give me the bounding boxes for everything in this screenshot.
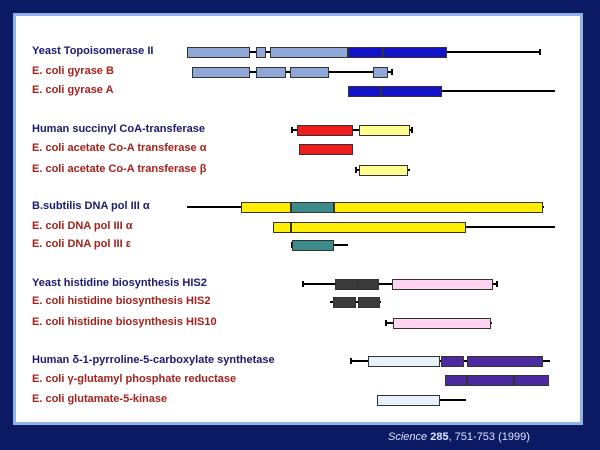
domain-block <box>359 125 410 136</box>
domain-block <box>359 165 408 176</box>
protein-label-human-succinyl-coa-transferase: Human succinyl CoA-transferase <box>32 123 205 135</box>
protein-label-e-coli-acetate-co-a-transferase: E. coli acetate Co-A transferase α <box>32 142 207 154</box>
domain-block <box>256 67 286 78</box>
domain-block <box>383 47 447 58</box>
domain-block <box>333 297 356 308</box>
sequence-line <box>348 90 555 92</box>
domain-block <box>348 86 381 97</box>
domain-block <box>348 47 383 58</box>
domain-block <box>291 202 334 213</box>
sequence-end-tick <box>496 281 498 287</box>
domain-block <box>291 222 466 233</box>
protein-label-e-coli-glutamate-5-kinase: E. coli glutamate-5-kinase <box>32 393 168 405</box>
domain-block <box>273 222 291 233</box>
domain-block <box>377 395 440 406</box>
domain-block <box>358 279 379 290</box>
protein-label-e-coli-dna-pol-iii: E. coli DNA pol III α <box>32 220 133 232</box>
sequence-end-tick <box>539 49 541 55</box>
domain-block <box>256 47 266 58</box>
domain-block <box>187 47 250 58</box>
domain-block <box>270 47 348 58</box>
domain-block <box>297 125 353 136</box>
domain-block <box>373 67 388 78</box>
sequence-end-tick <box>385 320 387 326</box>
protein-label-e-coli-acetate-co-a-transferase: E. coli acetate Co-A transferase β <box>32 163 207 175</box>
sequence-end-tick <box>350 358 352 364</box>
protein-label-e-coli-gyrase-a: E. coli gyrase A <box>32 84 114 96</box>
sequence-end-tick <box>291 127 293 133</box>
citation-pages: , 751-753 (1999) <box>448 431 530 443</box>
domain-block <box>467 356 543 367</box>
citation: Science 285, 751-753 (1999) <box>388 431 530 443</box>
sequence-end-tick <box>355 167 357 173</box>
domain-block <box>392 279 493 290</box>
sequence-end-tick <box>391 69 393 75</box>
domain-block <box>467 375 514 386</box>
protein-label-b-subtilis-dna-pol-iii: B.subtilis DNA pol III α <box>32 200 150 212</box>
protein-label-e-coli-dna-pol-iii: E. coli DNA pol III ε <box>32 238 131 250</box>
protein-label-e-coli-histidine-biosynthesis-his10: E. coli histidine biosynthesis HIS10 <box>32 316 217 328</box>
domain-block <box>335 279 358 290</box>
domain-block <box>299 144 353 155</box>
protein-label-human-1-pyrroline-5-carboxylate-synthetase: Human δ-1-pyrroline-5-carboxylate synthe… <box>32 354 275 366</box>
protein-label-yeast-histidine-biosynthesis-his2: Yeast histidine biosynthesis HIS2 <box>32 277 207 289</box>
domain-block <box>358 297 380 308</box>
domain-block <box>368 356 440 367</box>
domain-block <box>192 67 250 78</box>
protein-label-yeast-topoisomerase-ii: Yeast Topoisomerase II <box>32 45 154 57</box>
protein-label-e-coli-histidine-biosynthesis-his2: E. coli histidine biosynthesis HIS2 <box>32 295 211 307</box>
protein-label-e-coli-glutamyl-phosphate-reductase: E. coli γ-glutamyl phosphate reductase <box>32 373 237 385</box>
domain-block <box>241 202 291 213</box>
domain-block <box>445 375 467 386</box>
protein-label-e-coli-gyrase-b: E. coli gyrase B <box>32 65 114 77</box>
domain-block <box>514 375 549 386</box>
domain-block <box>292 240 334 251</box>
citation-journal: Science <box>388 431 428 443</box>
domain-block <box>334 202 543 213</box>
domain-block <box>290 67 329 78</box>
sequence-end-tick <box>302 281 304 287</box>
domain-block <box>393 318 491 329</box>
domain-block <box>381 86 442 97</box>
domain-block <box>441 356 464 367</box>
sequence-end-tick <box>411 127 413 133</box>
citation-volume: 285 <box>430 431 449 443</box>
